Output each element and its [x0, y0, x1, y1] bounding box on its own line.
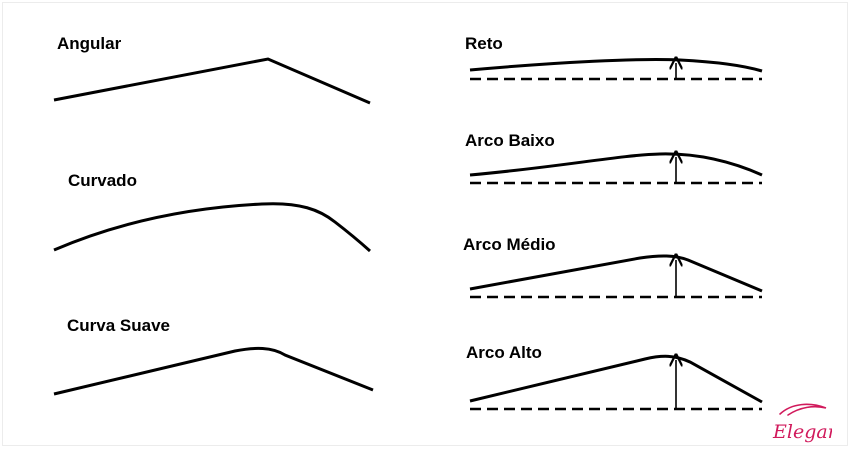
brow-shape-angular	[53, 57, 371, 105]
svg-text:Elegant: Elegant	[772, 421, 832, 443]
brow-shape-curva-suave	[53, 346, 374, 396]
elegant-logo: Elegant	[772, 403, 832, 443]
arch-diagram-arco-baixo	[469, 152, 763, 185]
logo-swash	[779, 403, 827, 416]
brow-line-arco-medio	[469, 254, 763, 293]
arch-diagram-arco-alto	[469, 354, 763, 411]
label-curva-suave: Curva Suave	[67, 316, 170, 335]
arch-diagram-reto	[469, 58, 763, 81]
label-angular: Angular	[57, 34, 122, 53]
brow-line-reto	[469, 58, 763, 73]
label-arco-baixo: Arco Baixo	[465, 131, 555, 150]
brow-line-arco-alto	[469, 354, 763, 404]
brow-shape-curvado	[53, 202, 372, 253]
label-arco-alto: Arco Alto	[466, 343, 542, 362]
brow-line-arco-baixo	[469, 152, 763, 177]
arch-diagram-arco-medio	[469, 254, 763, 299]
label-arco-medio: Arco Médio	[463, 235, 556, 254]
label-reto: Reto	[465, 34, 503, 53]
label-curvado: Curvado	[68, 171, 137, 190]
